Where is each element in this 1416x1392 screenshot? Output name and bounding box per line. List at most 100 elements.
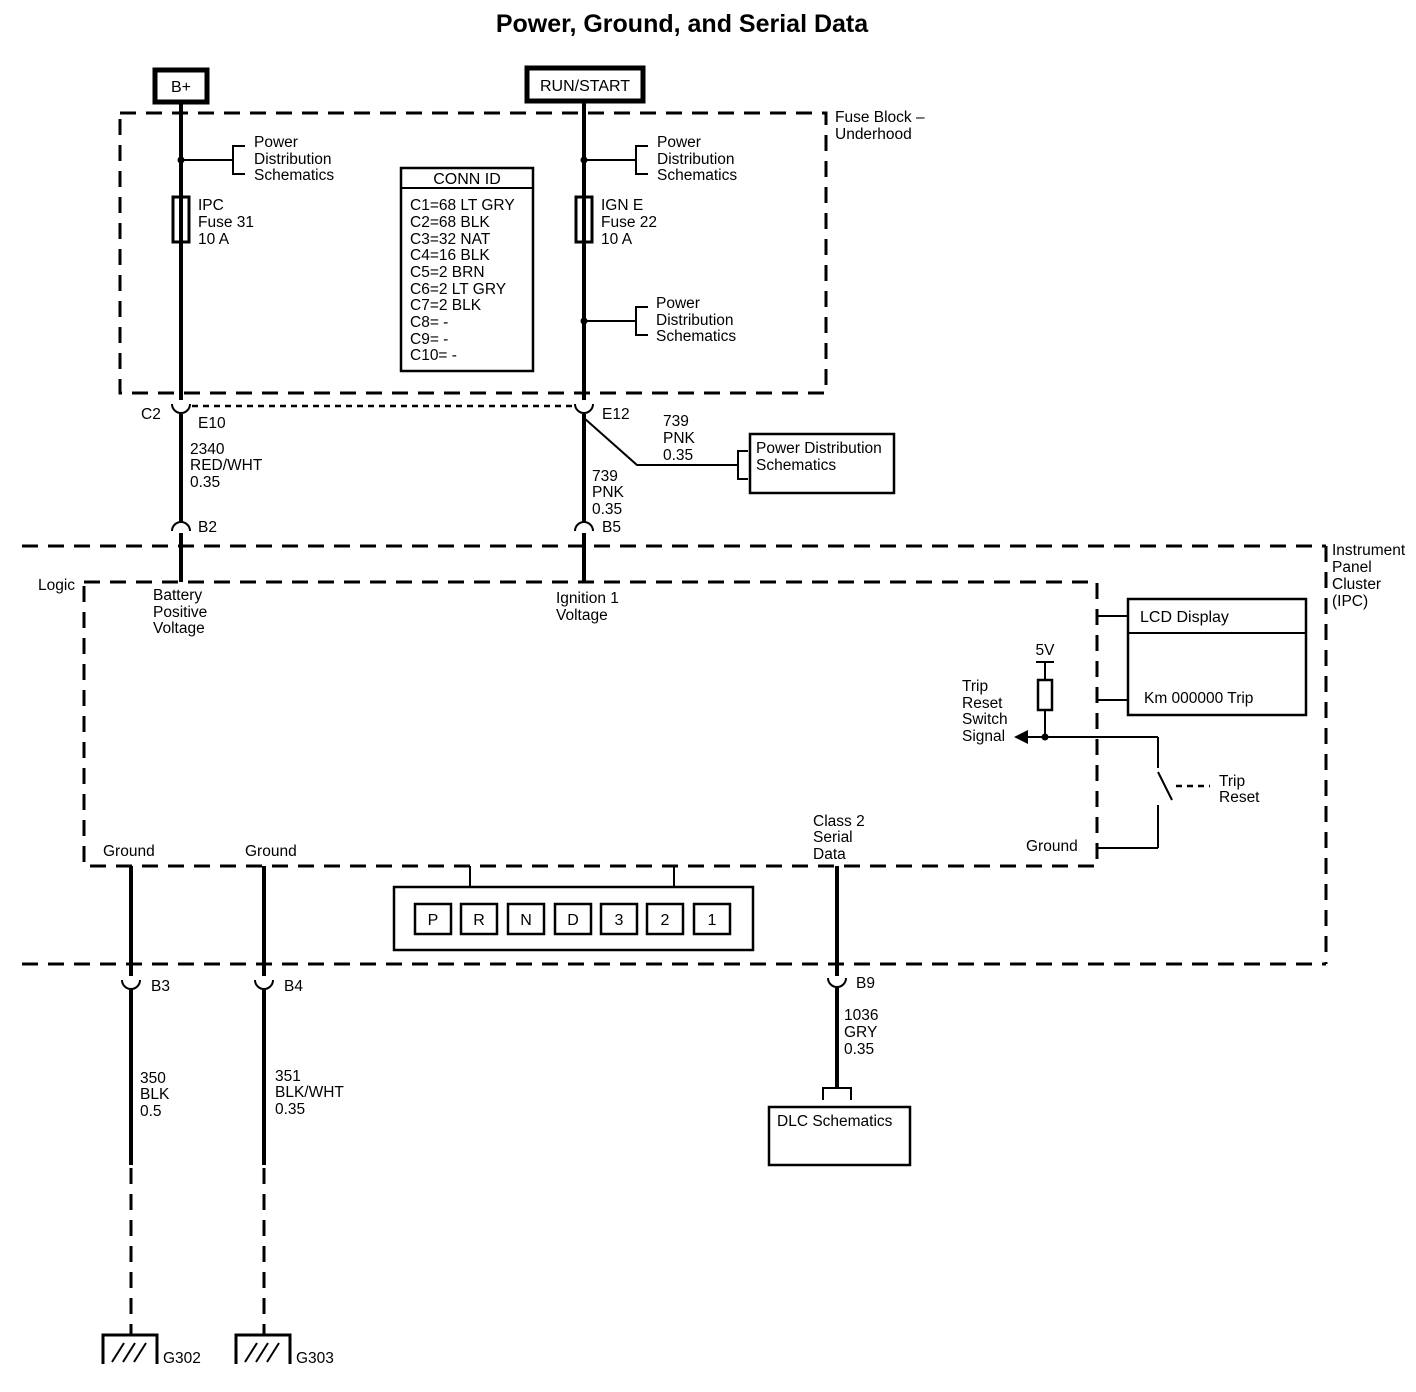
- connector-e12: [574, 403, 594, 414]
- conn-row: C6=2 LT GRY: [410, 281, 506, 298]
- diagram-title: Power, Ground, and Serial Data: [496, 10, 869, 38]
- svg-text:Instrument: Instrument: [1332, 542, 1406, 559]
- run-start-source: RUN/START: [524, 65, 646, 104]
- svg-text:IGN E: IGN E: [601, 197, 643, 214]
- conn-row: C8= -: [410, 314, 448, 331]
- ground-g303-icon: [234, 1333, 292, 1364]
- svg-text:10 A: 10 A: [198, 231, 230, 248]
- svg-text:Schematics: Schematics: [657, 167, 737, 184]
- fuse-block-boundary: [118, 111, 828, 395]
- c2-label: C2: [141, 406, 161, 423]
- g303-label: G303: [296, 1350, 334, 1367]
- pds-branch-2: Power Distribution Schematics: [580, 134, 737, 184]
- wire-350-label: 350 BLK 0.5: [140, 1070, 170, 1120]
- conn-id-title: CONN ID: [433, 171, 501, 188]
- svg-text:739: 739: [592, 468, 618, 485]
- svg-text:Power: Power: [254, 134, 298, 151]
- b4-label: B4: [284, 978, 303, 995]
- connector-e10: [171, 403, 191, 414]
- svg-text:(IPC): (IPC): [1332, 593, 1368, 610]
- ground-label-2: Ground: [245, 843, 297, 860]
- prndl-r: R: [473, 912, 485, 929]
- pds-branch-1: Power Distribution Schematics: [177, 134, 334, 184]
- conn-row: C10= -: [410, 347, 457, 364]
- battery-source: B+: [152, 67, 210, 105]
- svg-text:RED/WHT: RED/WHT: [190, 457, 263, 474]
- svg-text:351: 351: [275, 1068, 301, 1085]
- b3-label: B3: [151, 978, 170, 995]
- ground-label-right: Ground: [1026, 838, 1078, 855]
- lcd-title: LCD Display: [1140, 609, 1229, 626]
- connector-b4: [254, 979, 274, 990]
- svg-text:IPC: IPC: [198, 197, 224, 214]
- svg-text:Distribution: Distribution: [254, 151, 332, 168]
- svg-text:BLK/WHT: BLK/WHT: [275, 1084, 344, 1101]
- pds-branch-3: Power Distribution Schematics: [580, 295, 736, 345]
- conn-row: C5=2 BRN: [410, 264, 485, 281]
- prndl-d: D: [567, 912, 579, 929]
- svg-text:Data: Data: [813, 846, 846, 863]
- svg-text:Switch: Switch: [962, 711, 1008, 728]
- svg-text:Cluster: Cluster: [1332, 576, 1381, 593]
- run-start-label: RUN/START: [540, 78, 630, 95]
- prndl-p: P: [428, 912, 439, 929]
- svg-text:Trip: Trip: [1219, 773, 1245, 790]
- svg-text:PNK: PNK: [663, 430, 696, 447]
- wire-2340-label: 2340 RED/WHT 0.35: [190, 441, 263, 491]
- svg-text:PNK: PNK: [592, 484, 625, 501]
- trip-reset-label: Trip Reset: [1219, 773, 1260, 806]
- logic-label: Logic: [38, 577, 75, 594]
- ipc-label: Instrument Panel Cluster (IPC): [1332, 542, 1406, 610]
- svg-text:Fuse 31: Fuse 31: [198, 214, 254, 231]
- svg-text:Positive: Positive: [153, 604, 207, 621]
- b2-label: B2: [198, 519, 217, 536]
- svg-text:Voltage: Voltage: [153, 620, 205, 637]
- svg-text:Panel: Panel: [1332, 559, 1372, 576]
- lcd-display: LCD Display Km 000000 Trip: [1126, 597, 1308, 717]
- conn-row: C7=2 BLK: [410, 297, 482, 314]
- svg-text:0.35: 0.35: [844, 1041, 874, 1058]
- svg-text:350: 350: [140, 1070, 166, 1087]
- ground-g302-icon: [101, 1333, 159, 1364]
- connector-b3: [121, 979, 141, 990]
- class2-label: Class 2 Serial Data: [813, 813, 865, 863]
- logic-boundary: [82, 580, 1099, 868]
- svg-text:Power: Power: [656, 295, 700, 312]
- svg-text:Signal: Signal: [962, 728, 1005, 745]
- e12-label: E12: [602, 406, 630, 423]
- svg-text:Voltage: Voltage: [556, 607, 608, 624]
- svg-text:Reset: Reset: [1219, 789, 1260, 806]
- wire-351-label: 351 BLK/WHT 0.35: [275, 1068, 344, 1118]
- ground-label-1: Ground: [103, 843, 155, 860]
- svg-text:0.35: 0.35: [663, 447, 693, 464]
- trip-signal-arrow: [1014, 730, 1028, 744]
- connector-b2: [171, 521, 191, 532]
- conn-row: C9= -: [410, 331, 448, 348]
- prndl-1: 1: [708, 912, 717, 929]
- five-volt-label: 5V: [1036, 642, 1056, 659]
- prndl-n: N: [520, 912, 532, 929]
- svg-text:Serial: Serial: [813, 829, 853, 846]
- conn-row: C1=68 LT GRY: [410, 197, 515, 214]
- trip-signal-label: Trip Reset Switch Signal: [962, 678, 1008, 745]
- svg-text:Power: Power: [657, 134, 701, 151]
- fuse-block-label-2: Underhood: [835, 126, 912, 143]
- ipc-fuse-label: IPC Fuse 31 10 A: [198, 197, 254, 248]
- pds-splice-wire: [583, 417, 738, 466]
- connector-b5: [574, 521, 594, 532]
- svg-text:Schematics: Schematics: [756, 457, 836, 474]
- svg-text:DLC Schematics: DLC Schematics: [777, 1113, 893, 1130]
- svg-text:Reset: Reset: [962, 695, 1003, 712]
- g302-label: G302: [163, 1350, 201, 1367]
- svg-text:Distribution: Distribution: [657, 151, 735, 168]
- svg-text:Class 2: Class 2: [813, 813, 865, 830]
- wire-739-label-lower: 739 PNK 0.35: [592, 468, 625, 518]
- battery-positive-label: Battery Positive Voltage: [153, 587, 207, 637]
- wire-739-label-upper: 739 PNK 0.35: [663, 413, 696, 464]
- svg-text:739: 739: [663, 413, 689, 430]
- svg-text:0.35: 0.35: [592, 501, 622, 518]
- svg-text:Trip: Trip: [962, 678, 988, 695]
- dlc-box: DLC Schematics: [767, 1105, 912, 1167]
- pull-up-resistor: [1036, 678, 1054, 712]
